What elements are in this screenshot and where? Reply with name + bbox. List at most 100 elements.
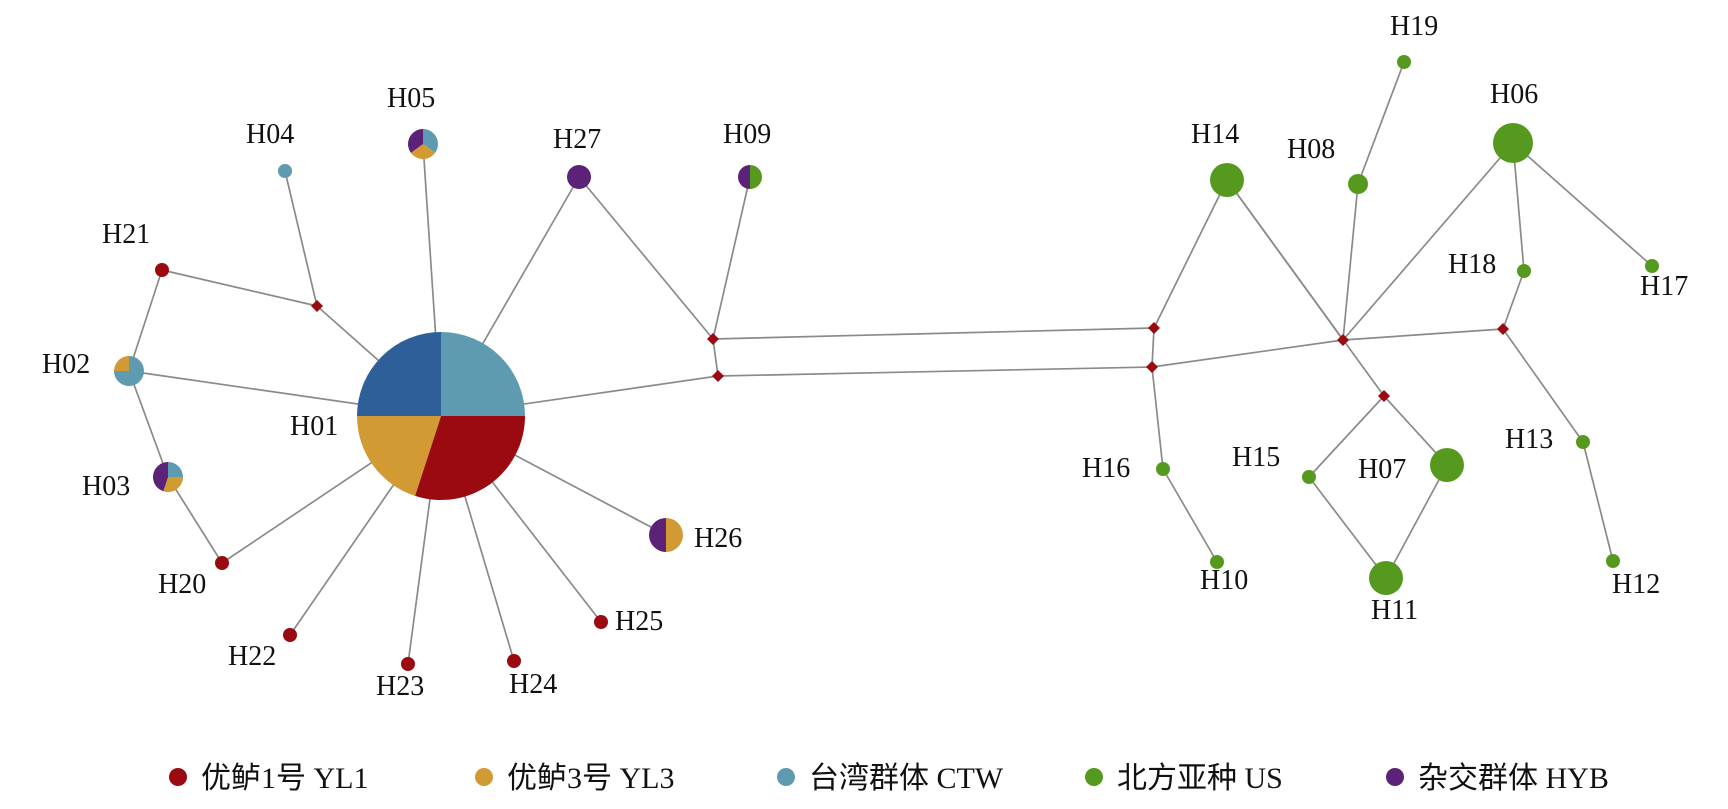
haplotype-label-h17: H17: [1640, 271, 1688, 302]
legend-marker: [169, 768, 187, 786]
haplotype-label-h02: H02: [42, 349, 90, 380]
median-vectors: [311, 300, 1509, 402]
haplotype-label-h26: H26: [694, 523, 742, 554]
pie-slice: [1210, 555, 1224, 569]
haplotype-node-h10: [1210, 555, 1224, 569]
pie-slice: [1517, 264, 1531, 278]
legend-item-ctw: 台湾群体 CTW: [777, 762, 1004, 795]
network-edges: [128, 61, 1653, 665]
pie-slice: [278, 164, 292, 178]
haplotype-node-h19: [1397, 55, 1411, 69]
network-edge-m4-h14: [1153, 179, 1228, 329]
haplotype-node-h26: [649, 518, 683, 552]
legend-label: 台湾群体 CTW: [809, 762, 1004, 795]
haplotype-label-h21: H21: [102, 219, 150, 250]
pie-slice: [750, 165, 762, 189]
network-edge-m2-m4: [712, 327, 1155, 340]
network-edge-m5-h16: [1151, 366, 1164, 470]
pie-slice: [1369, 561, 1403, 595]
network-edge-m3-m5: [717, 366, 1153, 377]
haplotype-node-h06: [1493, 123, 1533, 163]
haplotype-node-h13: [1576, 435, 1590, 449]
haplotype-node-h02: [114, 356, 144, 386]
network-edge-m6-m8: [1342, 328, 1504, 341]
haplotype-label-h24: H24: [509, 669, 557, 700]
haplotype-nodes: [114, 55, 1659, 671]
network-edge-m6-h06: [1342, 142, 1514, 341]
legend-label: 北方亚种 US: [1117, 762, 1283, 795]
haplotype-node-h04: [278, 164, 292, 178]
haplotype-node-h22: [283, 628, 297, 642]
haplotype-node-h12: [1606, 554, 1620, 568]
haplotype-label-h20: H20: [158, 569, 206, 600]
median-vector-node: [1148, 322, 1160, 334]
haplotype-node-h05: [408, 129, 438, 160]
network-edge-m8-h13: [1502, 328, 1584, 443]
pie-slice: [357, 416, 441, 496]
median-vector-node: [1146, 361, 1158, 373]
legend: 优鲈1号 YL1 优鲈3号 YL3 台湾群体 CTW 北方亚种 US 杂交群体 HYB: [169, 762, 1609, 795]
haplotype-node-h08: [1348, 174, 1368, 194]
haplotype-label-h23: H23: [376, 671, 424, 702]
pie-slice: [155, 263, 169, 277]
haplotype-node-h11: [1369, 561, 1403, 595]
haplotype-label-h06: H06: [1490, 79, 1538, 110]
pie-slice: [1210, 163, 1244, 197]
pie-slice: [357, 332, 441, 416]
pie-slice: [507, 654, 521, 668]
network-edge-h06-h18: [1512, 142, 1525, 272]
haplotype-node-h03: [153, 462, 183, 492]
haplotype-label-h15: H15: [1232, 442, 1280, 473]
haplotype-label-h14: H14: [1191, 119, 1239, 150]
haplotype-label-h09: H09: [723, 119, 771, 150]
network-edge-h16-h10: [1162, 468, 1218, 563]
haplotype-label-h12: H12: [1612, 569, 1660, 600]
legend-item-us: 北方亚种 US: [1085, 762, 1283, 795]
legend-marker: [777, 768, 795, 786]
haplotype-label-h22: H22: [228, 641, 276, 672]
network-edge-m1-h04: [284, 170, 318, 307]
haplotype-label-h13: H13: [1505, 424, 1553, 455]
pie-slice: [1397, 55, 1411, 69]
haplotype-label-h08: H08: [1287, 134, 1335, 165]
network-edge-h07-h11: [1385, 464, 1448, 579]
network-edge-h09-m2: [712, 176, 751, 340]
pie-slice: [163, 477, 183, 492]
network-edge-m5-m6: [1151, 339, 1344, 368]
haplotype-label-h05: H05: [387, 83, 435, 114]
median-vector-node: [1378, 390, 1390, 402]
network-edge-h14-m7: [1226, 179, 1385, 397]
pie-slice: [1302, 470, 1316, 484]
haplotype-node-h27: [567, 165, 591, 189]
pie-slice: [1430, 448, 1464, 482]
pie-slice: [666, 518, 683, 552]
legend-label: 杂交群体 HYB: [1418, 762, 1609, 795]
median-vector-node: [1337, 334, 1349, 346]
haplotype-label-h27: H27: [553, 124, 601, 155]
legend-marker: [1386, 768, 1404, 786]
pie-slice: [408, 129, 423, 153]
network-edge-m2-m3: [712, 338, 719, 377]
median-vector-node: [1497, 323, 1509, 335]
legend-item-yl1: 优鲈1号 YL1: [169, 762, 369, 795]
legend-label: 优鲈1号 YL1: [201, 762, 369, 795]
pie-slice: [738, 165, 750, 189]
legend-marker: [475, 768, 493, 786]
legend-item-yl3: 优鲈3号 YL3: [475, 762, 675, 795]
haplotype-node-h24: [507, 654, 521, 668]
pie-slice: [168, 462, 183, 477]
network-edge-h27-m2: [578, 176, 714, 340]
network-edge-h08-h19: [1357, 61, 1405, 185]
network-edge-h21-h02: [128, 269, 163, 372]
haplotype-label-h16: H16: [1082, 453, 1130, 484]
pie-slice: [283, 628, 297, 642]
haplotype-label-h01: H01: [290, 411, 338, 442]
haplotype-node-h21: [155, 263, 169, 277]
haplotype-label-h03: H03: [82, 471, 130, 502]
haplotype-node-h16: [1156, 462, 1170, 476]
legend-label: 优鲈3号 YL3: [507, 762, 675, 795]
haplotype-node-h20: [215, 556, 229, 570]
haplotype-node-h14: [1210, 163, 1244, 197]
haplotype-node-h18: [1517, 264, 1531, 278]
